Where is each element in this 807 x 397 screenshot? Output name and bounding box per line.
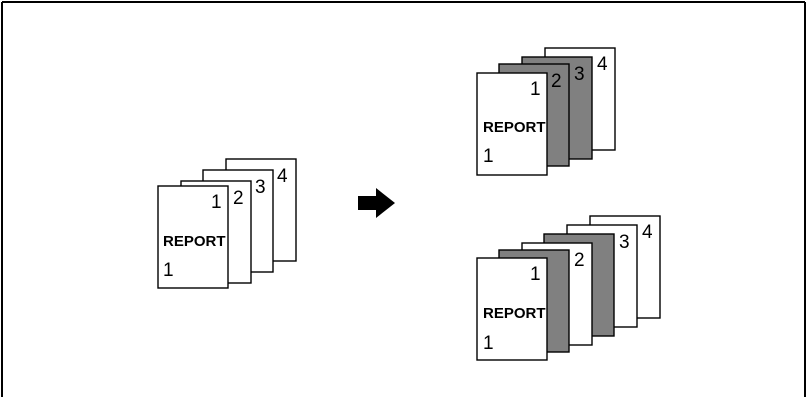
- bottom-cover-title: REPORT: [483, 305, 546, 322]
- top-page-1-cover: [476, 72, 548, 176]
- original-page-1-number: 1: [211, 192, 222, 213]
- top-page-1-number: 1: [530, 79, 541, 100]
- original-page-4-number: 4: [277, 166, 288, 187]
- top-page-4-number: 4: [597, 54, 608, 75]
- top-page-2-number: 2: [551, 71, 562, 92]
- top-page-3-number: 3: [574, 64, 585, 85]
- bottom-page-1-cover: [476, 257, 548, 361]
- bottom-cover-page-label: 1: [483, 333, 494, 354]
- bottom-page-2-number: 2: [574, 250, 585, 271]
- top-cover-title: REPORT: [483, 119, 546, 136]
- original-page-2-number: 2: [233, 188, 244, 209]
- original-cover-page-label: 1: [163, 260, 174, 281]
- bottom-page-4-number: 4: [642, 222, 653, 243]
- original-set: 4 3 2 1 REPORT 1: [157, 158, 297, 289]
- original-page-3-number: 3: [255, 177, 266, 198]
- bottom-page-1-number: 1: [530, 264, 541, 285]
- output-set-bottom: 4 3 2 1 REPORT 1: [476, 215, 661, 361]
- output-set-top: 4 3 2 1 REPORT 1: [476, 47, 616, 176]
- top-cover-page-label: 1: [483, 146, 494, 167]
- original-page-1-cover: [157, 185, 229, 289]
- bottom-page-3-number: 3: [619, 232, 630, 253]
- right-arrow-icon: [358, 188, 395, 218]
- original-cover-title: REPORT: [163, 233, 226, 250]
